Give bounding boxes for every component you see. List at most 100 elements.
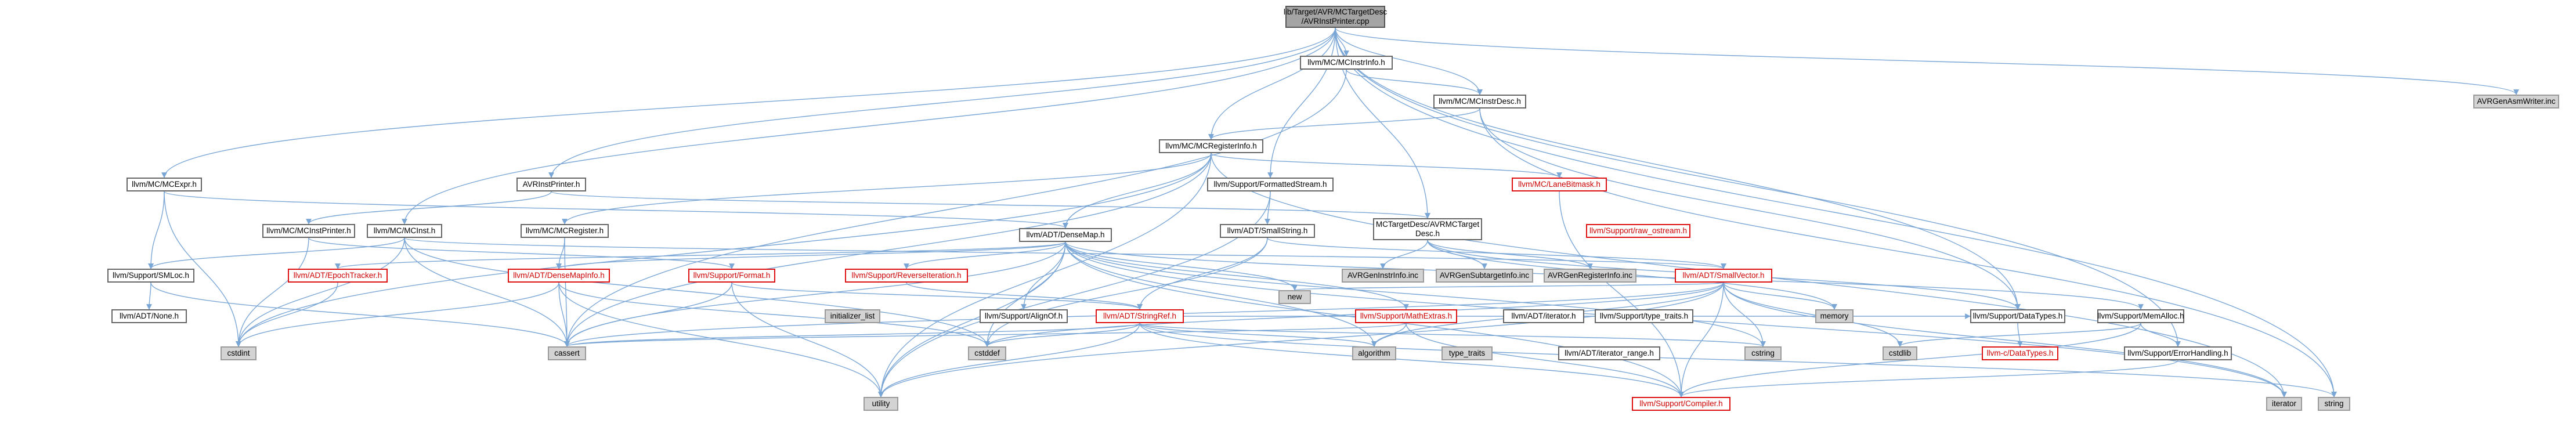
edge-densemap-to-alignof — [1021, 241, 1066, 310]
edge-densemap-to-mathextras — [1065, 241, 1409, 310]
node-mctargetdesc[interactable]: MCTargetDesc/AVRMCTarget Desc.h — [1373, 218, 1482, 240]
node-utility[interactable]: utility — [864, 397, 898, 411]
node-epochtracker[interactable]: llvm/ADT/EpochTracker.h — [288, 269, 388, 283]
node-iterator-range[interactable]: llvm/ADT/iterator_range.h — [1558, 346, 1660, 360]
node-alignof[interactable]: llvm/Support/AlignOf.h — [980, 309, 1068, 323]
node-string[interactable]: string — [2318, 397, 2350, 411]
node-mcinst[interactable]: llvm/MC/MCInst.h — [367, 224, 442, 238]
node-stringref[interactable]: llvm/ADT/StringRef.h — [1096, 309, 1184, 323]
node-avrgeninstrinfo[interactable]: AVRGenInstrInfo.inc — [1342, 269, 1424, 283]
edge-errorhandling-to-compiler — [1678, 360, 2178, 397]
edge-mathextras-to-cassert — [564, 323, 1407, 347]
edge-mcregisterinfo-to-utility — [878, 153, 1212, 397]
node-iterator[interactable]: iterator — [2266, 397, 2302, 411]
edge-smallvector-to-utility — [878, 282, 1724, 397]
edge-mathextras-to-compiler — [1406, 323, 1684, 397]
node-iterator-h[interactable]: llvm/ADT/iterator.h — [1503, 309, 1584, 323]
edge-root-file-node-to-mcinstrdesc — [1335, 27, 1483, 95]
edge-root-file-node-to-errorhandling — [1335, 27, 2181, 347]
edge-root-file-node-to-avrinstprinter — [548, 27, 1336, 178]
node-memory[interactable]: memory — [1815, 309, 1854, 323]
edge-stringref-to-compiler — [1139, 323, 1684, 397]
node-reverseiteration[interactable]: llvm/Support/ReverseIteration.h — [845, 269, 968, 283]
node-cstdint[interactable]: cstdint — [221, 346, 256, 360]
edge-mcinst-to-cassert — [404, 237, 570, 347]
node-type-traits[interactable]: type_traits — [1441, 346, 1493, 360]
node-avrgenregisterinfo[interactable]: AVRGenRegisterInfo.inc — [1544, 269, 1636, 283]
edge-mcinst-to-cstdint — [236, 237, 405, 347]
node-cassert[interactable]: cassert — [548, 346, 586, 360]
node-mcexpr[interactable]: llvm/MC/MCExpr.h — [127, 178, 202, 191]
edge-mcexpr-to-cstdint — [164, 191, 241, 347]
edge-densemapinfo-to-utility — [558, 282, 884, 397]
edge-smallvector-to-new — [1292, 282, 1724, 291]
edge-densemap-to-algorithm — [1065, 241, 1377, 347]
node-avrgenasmwriter[interactable]: AVRGenAsmWriter.inc — [2473, 95, 2559, 109]
edge-memalloc-to-cstdlib — [1897, 323, 2141, 347]
edge-root-file-node-to-string — [1335, 27, 2337, 397]
node-format[interactable]: llvm/Support/Format.h — [688, 269, 775, 283]
edge-smallstring-to-cstddef — [984, 237, 1268, 347]
edge-mcinstrinfo-to-mcinstrdesc — [1346, 69, 1483, 95]
node-algorithm[interactable]: algorithm — [1352, 346, 1396, 360]
node-mcregister[interactable]: llvm/MC/MCRegister.h — [521, 224, 609, 238]
edge-densemap-to-cstring — [1065, 241, 1766, 347]
mctargetdesc-line2: Desc.h — [1415, 229, 1440, 238]
edge-format-to-stringref — [731, 282, 1143, 310]
edge-mcinstprinter-to-format — [308, 237, 735, 269]
edge-mcexpr-to-densemap — [164, 191, 1068, 229]
node-mcinstprinter[interactable]: llvm/MC/MCInstPrinter.h — [262, 224, 355, 238]
edge-root-file-node-to-mcinst — [402, 27, 1336, 225]
edge-mcregisterinfo-to-cassert — [564, 153, 1212, 347]
node-errorhandling[interactable]: llvm/Support/ErrorHandling.h — [2124, 346, 2232, 360]
node-smloc[interactable]: llvm/Support/SMLoc.h — [107, 269, 194, 283]
node-avrinstprinter[interactable]: AVRInstPrinter.h — [516, 178, 586, 191]
edge-mcinstrinfo-to-cassert — [564, 69, 1347, 347]
edge-densemap-to-densemapinfo — [556, 241, 1066, 269]
node-cstdlib[interactable]: cstdlib — [1883, 346, 1917, 360]
node-cstddef[interactable]: cstddef — [968, 346, 1006, 360]
node-adtnone[interactable]: llvm/ADT/None.h — [111, 309, 187, 323]
edge-mcexpr-to-smloc — [148, 191, 165, 269]
root-file-line2: /AVRInstPrinter.cpp — [1301, 17, 1370, 26]
edge-stringref-to-cstring — [1139, 323, 1766, 347]
node-raw-ostream[interactable]: llvm/Support/raw_ostream.h — [1586, 224, 1690, 238]
node-smallstring[interactable]: llvm/ADT/SmallString.h — [1220, 224, 1315, 238]
edge-root-file-node-to-mcexpr — [161, 27, 1336, 178]
node-mcregisterinfo[interactable]: llvm/MC/MCRegisterInfo.h — [1159, 139, 1263, 153]
node-mcinstrdesc[interactable]: llvm/MC/MCInstrDesc.h — [1433, 95, 1526, 109]
edge-densemap-to-epochtracker — [335, 241, 1066, 269]
node-memalloc[interactable]: llvm/Support/MemAlloc.h — [2097, 309, 2184, 323]
edge-mcregisterinfo-to-lanebitmask — [1211, 153, 1562, 178]
edge-densemap-to-new — [1065, 241, 1298, 291]
node-lanebitmask[interactable]: llvm/MC/LaneBitmask.h — [1512, 178, 1607, 191]
edge-root-file-node-to-avrgenasmwriter — [1335, 27, 2519, 95]
edge-lanebitmask-to-compiler — [1559, 191, 1684, 397]
node-datatypes[interactable]: llvm/Support/DataTypes.h — [1970, 309, 2065, 323]
node-compiler[interactable]: llvm/Support/Compiler.h — [1632, 397, 1730, 411]
edge-mcinstrdesc-to-mcregisterinfo — [1208, 108, 1480, 140]
node-smallvector[interactable]: llvm/ADT/SmallVector.h — [1675, 269, 1772, 283]
edge-reverseiteration-to-stringref — [906, 282, 1143, 310]
edge-densemapinfo-to-cassert — [558, 282, 570, 347]
node-formattedstream[interactable]: llvm/Support/FormattedStream.h — [1207, 178, 1334, 191]
node-initializer-list[interactable]: initializer_list — [825, 309, 880, 323]
edge-stringref-to-cstddef — [984, 323, 1140, 347]
node-cdatatypes[interactable]: llvm-c/DataTypes.h — [1982, 346, 2058, 360]
edge-smallvector-to-memory — [1723, 282, 1837, 310]
edge-root-file-node-to-datatypes — [1335, 27, 2021, 310]
edge-mathextras-to-algorithm — [1371, 323, 1407, 347]
edge-densemap-to-reverseiteration — [904, 241, 1066, 269]
node-avrgensubtargetinfo[interactable]: AVRGenSubtargetInfo.inc — [1436, 269, 1533, 283]
node-densemapinfo[interactable]: llvm/ADT/DenseMapInfo.h — [508, 269, 610, 283]
node-new[interactable]: new — [1278, 290, 1311, 304]
root-file-node[interactable]: lib/Target/AVR/MCTargetDesc /AVRInstPrin… — [1284, 6, 1387, 28]
node-cstring[interactable]: cstring — [1744, 346, 1782, 360]
node-densemap[interactable]: llvm/ADT/DenseMap.h — [1019, 228, 1112, 242]
node-type-traits-h[interactable]: llvm/Support/type_traits.h — [1595, 309, 1693, 323]
node-mcinstrinfo[interactable]: llvm/MC/MCInstrInfo.h — [1300, 56, 1393, 70]
edge-mcinstrdesc-to-string — [1479, 108, 2337, 397]
edge-stringref-to-algorithm — [1139, 323, 1377, 347]
node-mathextras[interactable]: llvm/Support/MathExtras.h — [1355, 309, 1457, 323]
mctargetdesc-line1: MCTargetDesc/AVRMCTarget — [1375, 220, 1480, 229]
